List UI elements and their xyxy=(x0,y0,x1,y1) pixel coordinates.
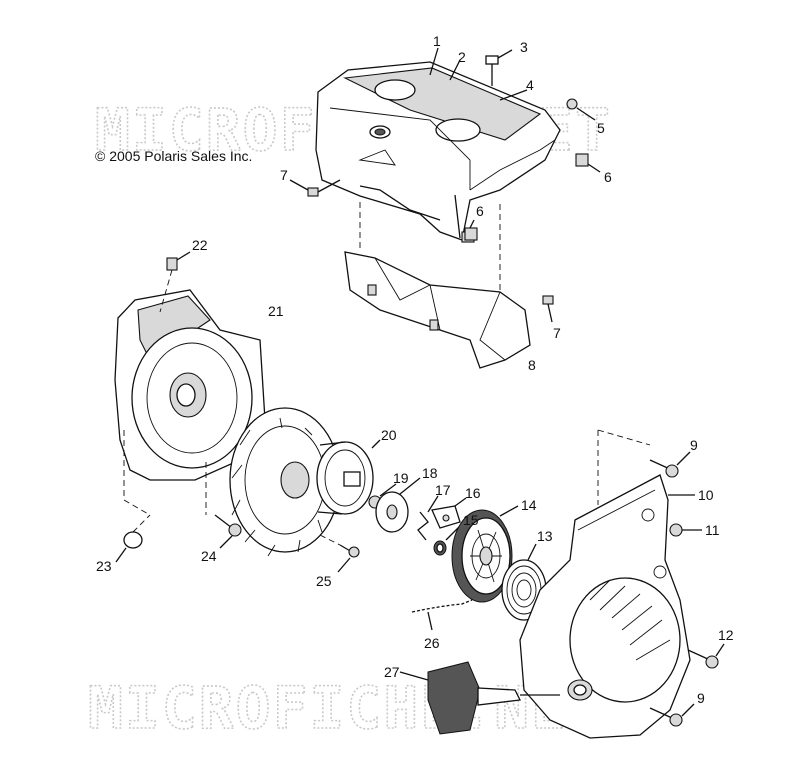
label-part-21: 21 xyxy=(268,303,284,319)
label-part-9b: 9 xyxy=(697,690,705,706)
label-part-14: 14 xyxy=(521,497,537,513)
label-part-20: 20 xyxy=(381,427,397,443)
label-part-16: 16 xyxy=(465,485,481,501)
air-duct-part-8 xyxy=(344,200,531,369)
bolt-part-12 xyxy=(687,643,725,669)
spring-part-17 xyxy=(417,495,439,541)
screw-part-3 xyxy=(485,49,513,86)
label-part-27: 27 xyxy=(384,664,400,680)
nut-part-5 xyxy=(566,98,596,121)
ratchet-plate-part-18 xyxy=(375,477,421,533)
label-part-19: 19 xyxy=(393,470,409,486)
label-part-6a: 6 xyxy=(604,169,612,185)
label-part-2: 2 xyxy=(458,49,466,65)
recoil-housing-part-10 xyxy=(519,429,695,739)
label-part-3: 3 xyxy=(520,39,528,55)
fan-housing-part-21 xyxy=(114,289,266,516)
label-part-22: 22 xyxy=(192,237,208,253)
pawl-part-16 xyxy=(431,497,467,529)
starter-cup-part-20 xyxy=(316,439,381,515)
part-labels: 1 2 3 4 5 6 6 7 7 8 9 9 10 11 12 13 14 1… xyxy=(96,33,734,706)
label-part-25: 25 xyxy=(316,573,332,589)
nut-part-11 xyxy=(669,523,702,537)
label-part-11: 11 xyxy=(705,522,720,538)
label-part-6b: 6 xyxy=(476,203,484,219)
bolt-part-9 xyxy=(649,451,695,727)
label-part-18: 18 xyxy=(422,465,438,481)
label-part-12: 12 xyxy=(718,627,734,643)
label-part-4: 4 xyxy=(526,77,534,93)
label-part-7a: 7 xyxy=(280,167,288,183)
label-part-10: 10 xyxy=(698,487,714,503)
label-part-24: 24 xyxy=(201,548,217,564)
label-part-23: 23 xyxy=(96,558,112,574)
bolt-part-24 xyxy=(214,514,242,549)
pin-part-22 xyxy=(159,251,191,313)
label-part-7b: 7 xyxy=(553,325,561,341)
o-ring-part-23 xyxy=(115,514,151,563)
label-part-26: 26 xyxy=(424,635,440,651)
engine-shroud-cover xyxy=(315,61,561,243)
grommet-part-6 xyxy=(464,153,601,241)
screw-part-7 xyxy=(289,179,554,323)
rope-pulley-part-14 xyxy=(451,505,519,603)
starter-handle-part-27 xyxy=(399,661,560,735)
watermark-bottom: MICROFICHE.NET xyxy=(88,674,605,742)
bolt-part-25 xyxy=(319,534,360,573)
starter-rope-part-26 xyxy=(411,599,473,631)
copyright-notice: © 2005 Polaris Sales Inc. xyxy=(95,148,253,164)
label-part-15: 15 xyxy=(463,512,479,528)
label-part-5: 5 xyxy=(597,120,605,136)
label-part-13: 13 xyxy=(537,528,553,544)
label-part-17: 17 xyxy=(435,482,451,498)
label-part-1: 1 xyxy=(433,33,441,49)
label-part-9a: 9 xyxy=(690,437,698,453)
label-part-8: 8 xyxy=(528,357,536,373)
